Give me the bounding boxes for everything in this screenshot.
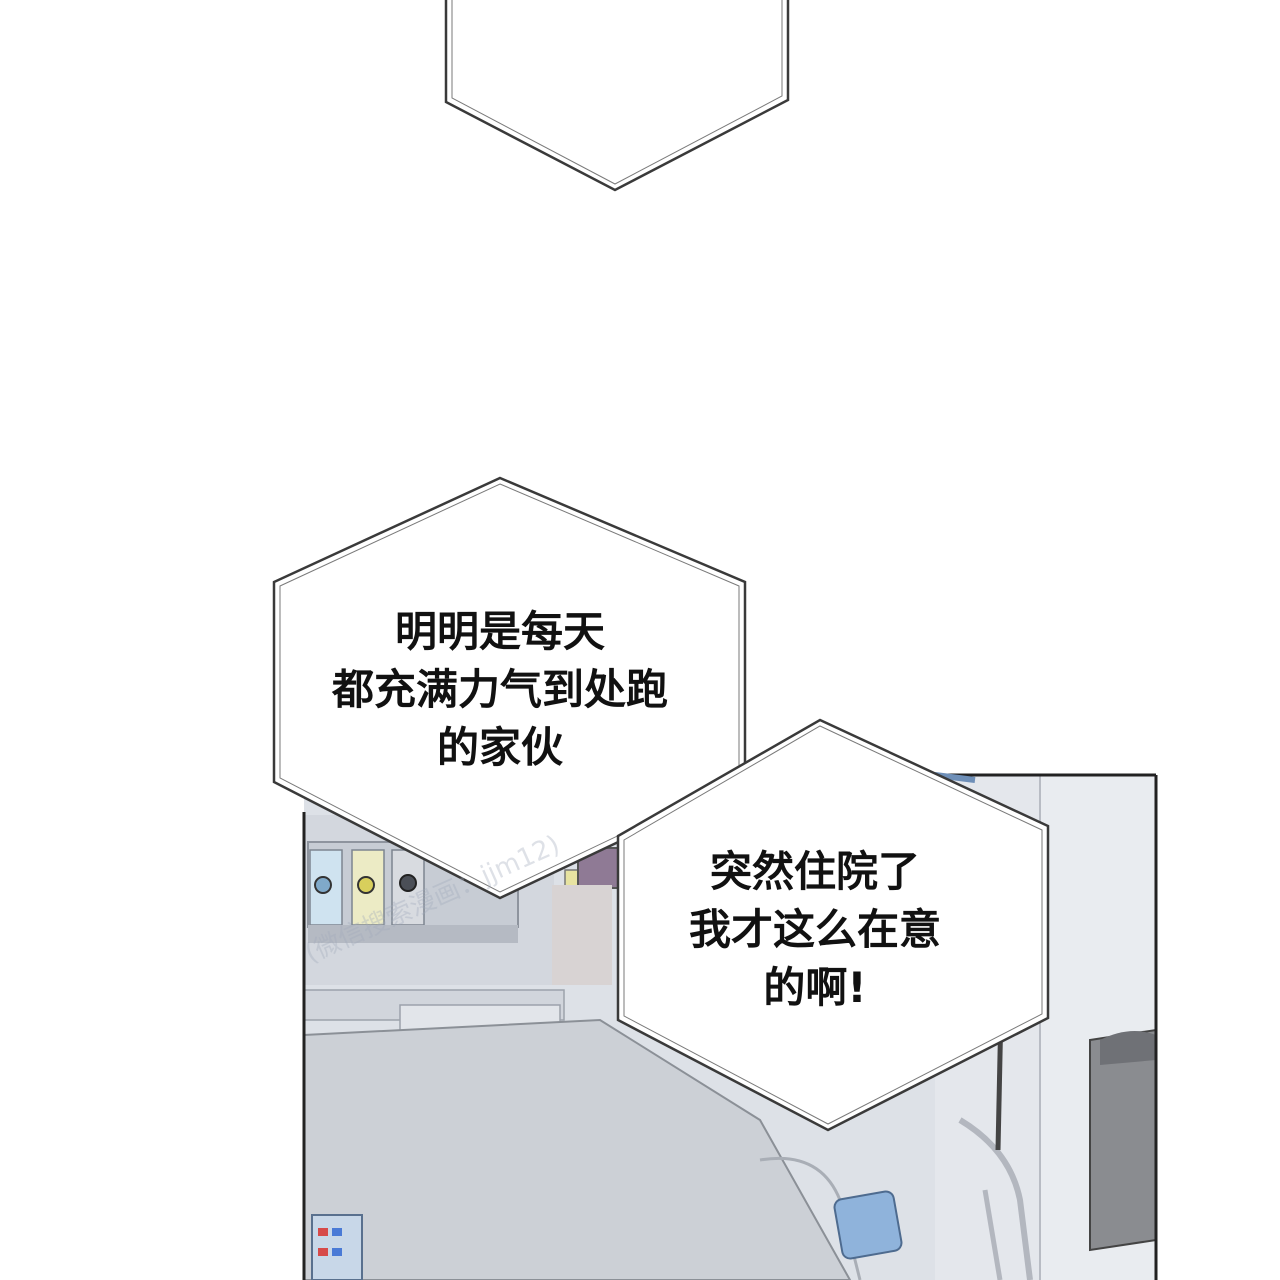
speech-line: 突然住院了 [709, 847, 920, 896]
speech-bubble-2-text: 突然住院了 我才这么在意 的啊! [640, 843, 990, 1017]
speech-line: 的家伙 [436, 723, 563, 772]
speech-line: 的啊! [763, 963, 867, 1012]
speech-line: 都充满力气到处跑 [331, 665, 668, 714]
speech-bubble-2 [616, 718, 1050, 1132]
speech-line: 明明是每天 [394, 607, 605, 656]
speech-bubble-top [444, 0, 790, 192]
speech-bubble-1 [272, 476, 747, 900]
speech-bubble-1-text: 明明是每天 都充满力气到处跑 的家伙 [280, 603, 720, 777]
speech-line: 我才这么在意 [688, 905, 941, 954]
